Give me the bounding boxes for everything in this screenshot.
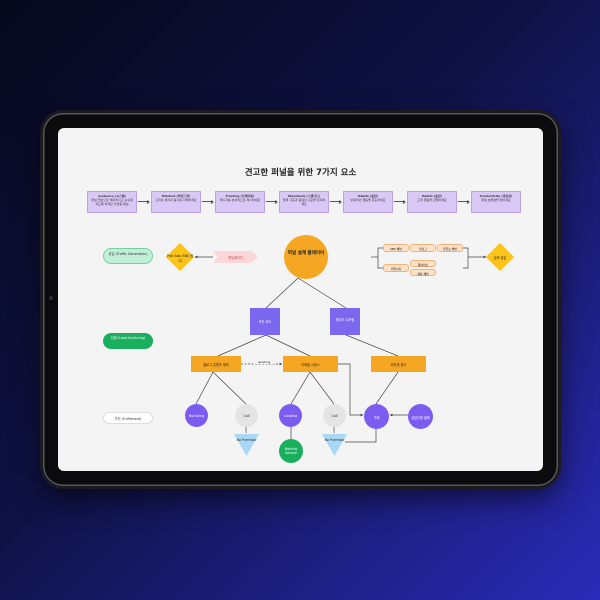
step-arrow — [458, 199, 470, 204]
step-arrow — [330, 199, 342, 204]
step-arrow — [202, 199, 214, 204]
step-box-7: Productivity (생산성)퍼널 효율성을 높이세요 — [471, 191, 521, 213]
outcome-circle-label: Call — [243, 414, 250, 418]
center-node — [284, 235, 328, 279]
outcome-circle-consult — [408, 404, 433, 429]
process-bar-3 — [371, 356, 426, 372]
search-source-diamond: 검색 유입 — [485, 242, 515, 272]
channel-tag: SNS 채널 — [383, 244, 409, 252]
stage-label-traffic: 유입 (Traffic Generation) — [103, 248, 153, 264]
outcome-circle-label: Call — [331, 414, 338, 418]
channel-tag: 웹사이트 — [410, 260, 436, 267]
flow-connectors — [194, 247, 487, 443]
process-bar-1-label: 블로그 콘텐츠 제작 — [203, 363, 229, 367]
diagram-title: 견고한 퍼널을 위한 7가지 요소 — [244, 168, 357, 178]
upsell-link-label: upselling — [254, 360, 274, 364]
channel-tag: 유튜브 채널 — [437, 244, 463, 252]
channel-tag: 제휴 채널 — [410, 269, 436, 276]
outcome-circle-label: 구매 — [373, 416, 380, 420]
outcome-circle-label: 상담신청 결제 — [411, 416, 430, 420]
stage-label-fulfillment: 가치 (Fulfillment) — [103, 412, 153, 424]
channel-tag: 커뮤니티 — [383, 264, 409, 272]
outcome-circle-label: Nurturing — [188, 414, 205, 418]
landing-tag — [213, 251, 258, 263]
stage-label-nurture: 전환 (Lead Nurturing) — [103, 333, 153, 349]
traffic-source-diamond: Paid Ads (SNS 광고) — [165, 242, 195, 272]
monthly-service-circle — [279, 439, 303, 463]
diagram-canvas: 견고한 퍼널을 위한 7가지 요소 Audience (시스템)퍼널 전반으로 … — [58, 128, 543, 471]
outcome-circle-nurturing — [185, 404, 208, 427]
outcome-circle-call — [235, 404, 258, 427]
landing-tag-label: 랜딩페이지 — [228, 256, 243, 260]
step-box-1: Audience (시스템)퍼널 전반으로 해주하시고 손쉬워지도록 하세요 타… — [87, 191, 137, 213]
camera-dot — [49, 296, 53, 300]
process-bar-2-label: 이메일 시퀀스 — [301, 363, 320, 367]
step-arrow — [138, 199, 150, 204]
process-bar-3-label: 리타겟 광고 — [390, 363, 407, 367]
step-box-5: Habits (습관)반복적인 행동을 유도하세요 — [343, 191, 393, 213]
process-bar-2 — [283, 356, 338, 372]
channel-tag: 블로그 — [410, 244, 436, 252]
step-box-4: Standards (스탠다드)업계 기준과 동일한 수준을 유지하세요 — [279, 191, 329, 213]
no-purchase-label: No Purchase — [324, 438, 345, 442]
outcome-circle-landing — [279, 404, 302, 427]
monthly-service-label: Monthly Service — [284, 447, 298, 455]
step-box-6: Habits (습관)고객 행동을 관찰하세요 — [407, 191, 457, 213]
segment-square-hot — [330, 308, 360, 335]
step-box-2: Mindset (마인드셋)고객의 생각과 동기를 이해하세요 — [151, 191, 201, 213]
segment-square-all — [250, 308, 280, 335]
process-bar-1 — [191, 356, 241, 372]
center-node-label: 퍼널 설계 플레이어 — [287, 251, 325, 256]
segment-square-all-label: 모든 리드 — [258, 320, 272, 324]
step-arrow — [394, 199, 406, 204]
segment-square-hot-label: 핫리드 너처링 — [335, 318, 355, 322]
no-purchase-label: No Purchase — [236, 438, 257, 442]
outcome-circle-call-2 — [323, 404, 346, 427]
outcome-circle-label: Landing — [284, 414, 297, 418]
tablet-device: 견고한 퍼널을 위한 7가지 요소 Audience (시스템)퍼널 전반으로 … — [43, 113, 558, 486]
step-arrow — [266, 199, 278, 204]
outcome-circle-purchase — [364, 404, 389, 429]
step-box-3: Framing (프레이밍)메시지를 효과적으로 제시하세요 — [215, 191, 265, 213]
